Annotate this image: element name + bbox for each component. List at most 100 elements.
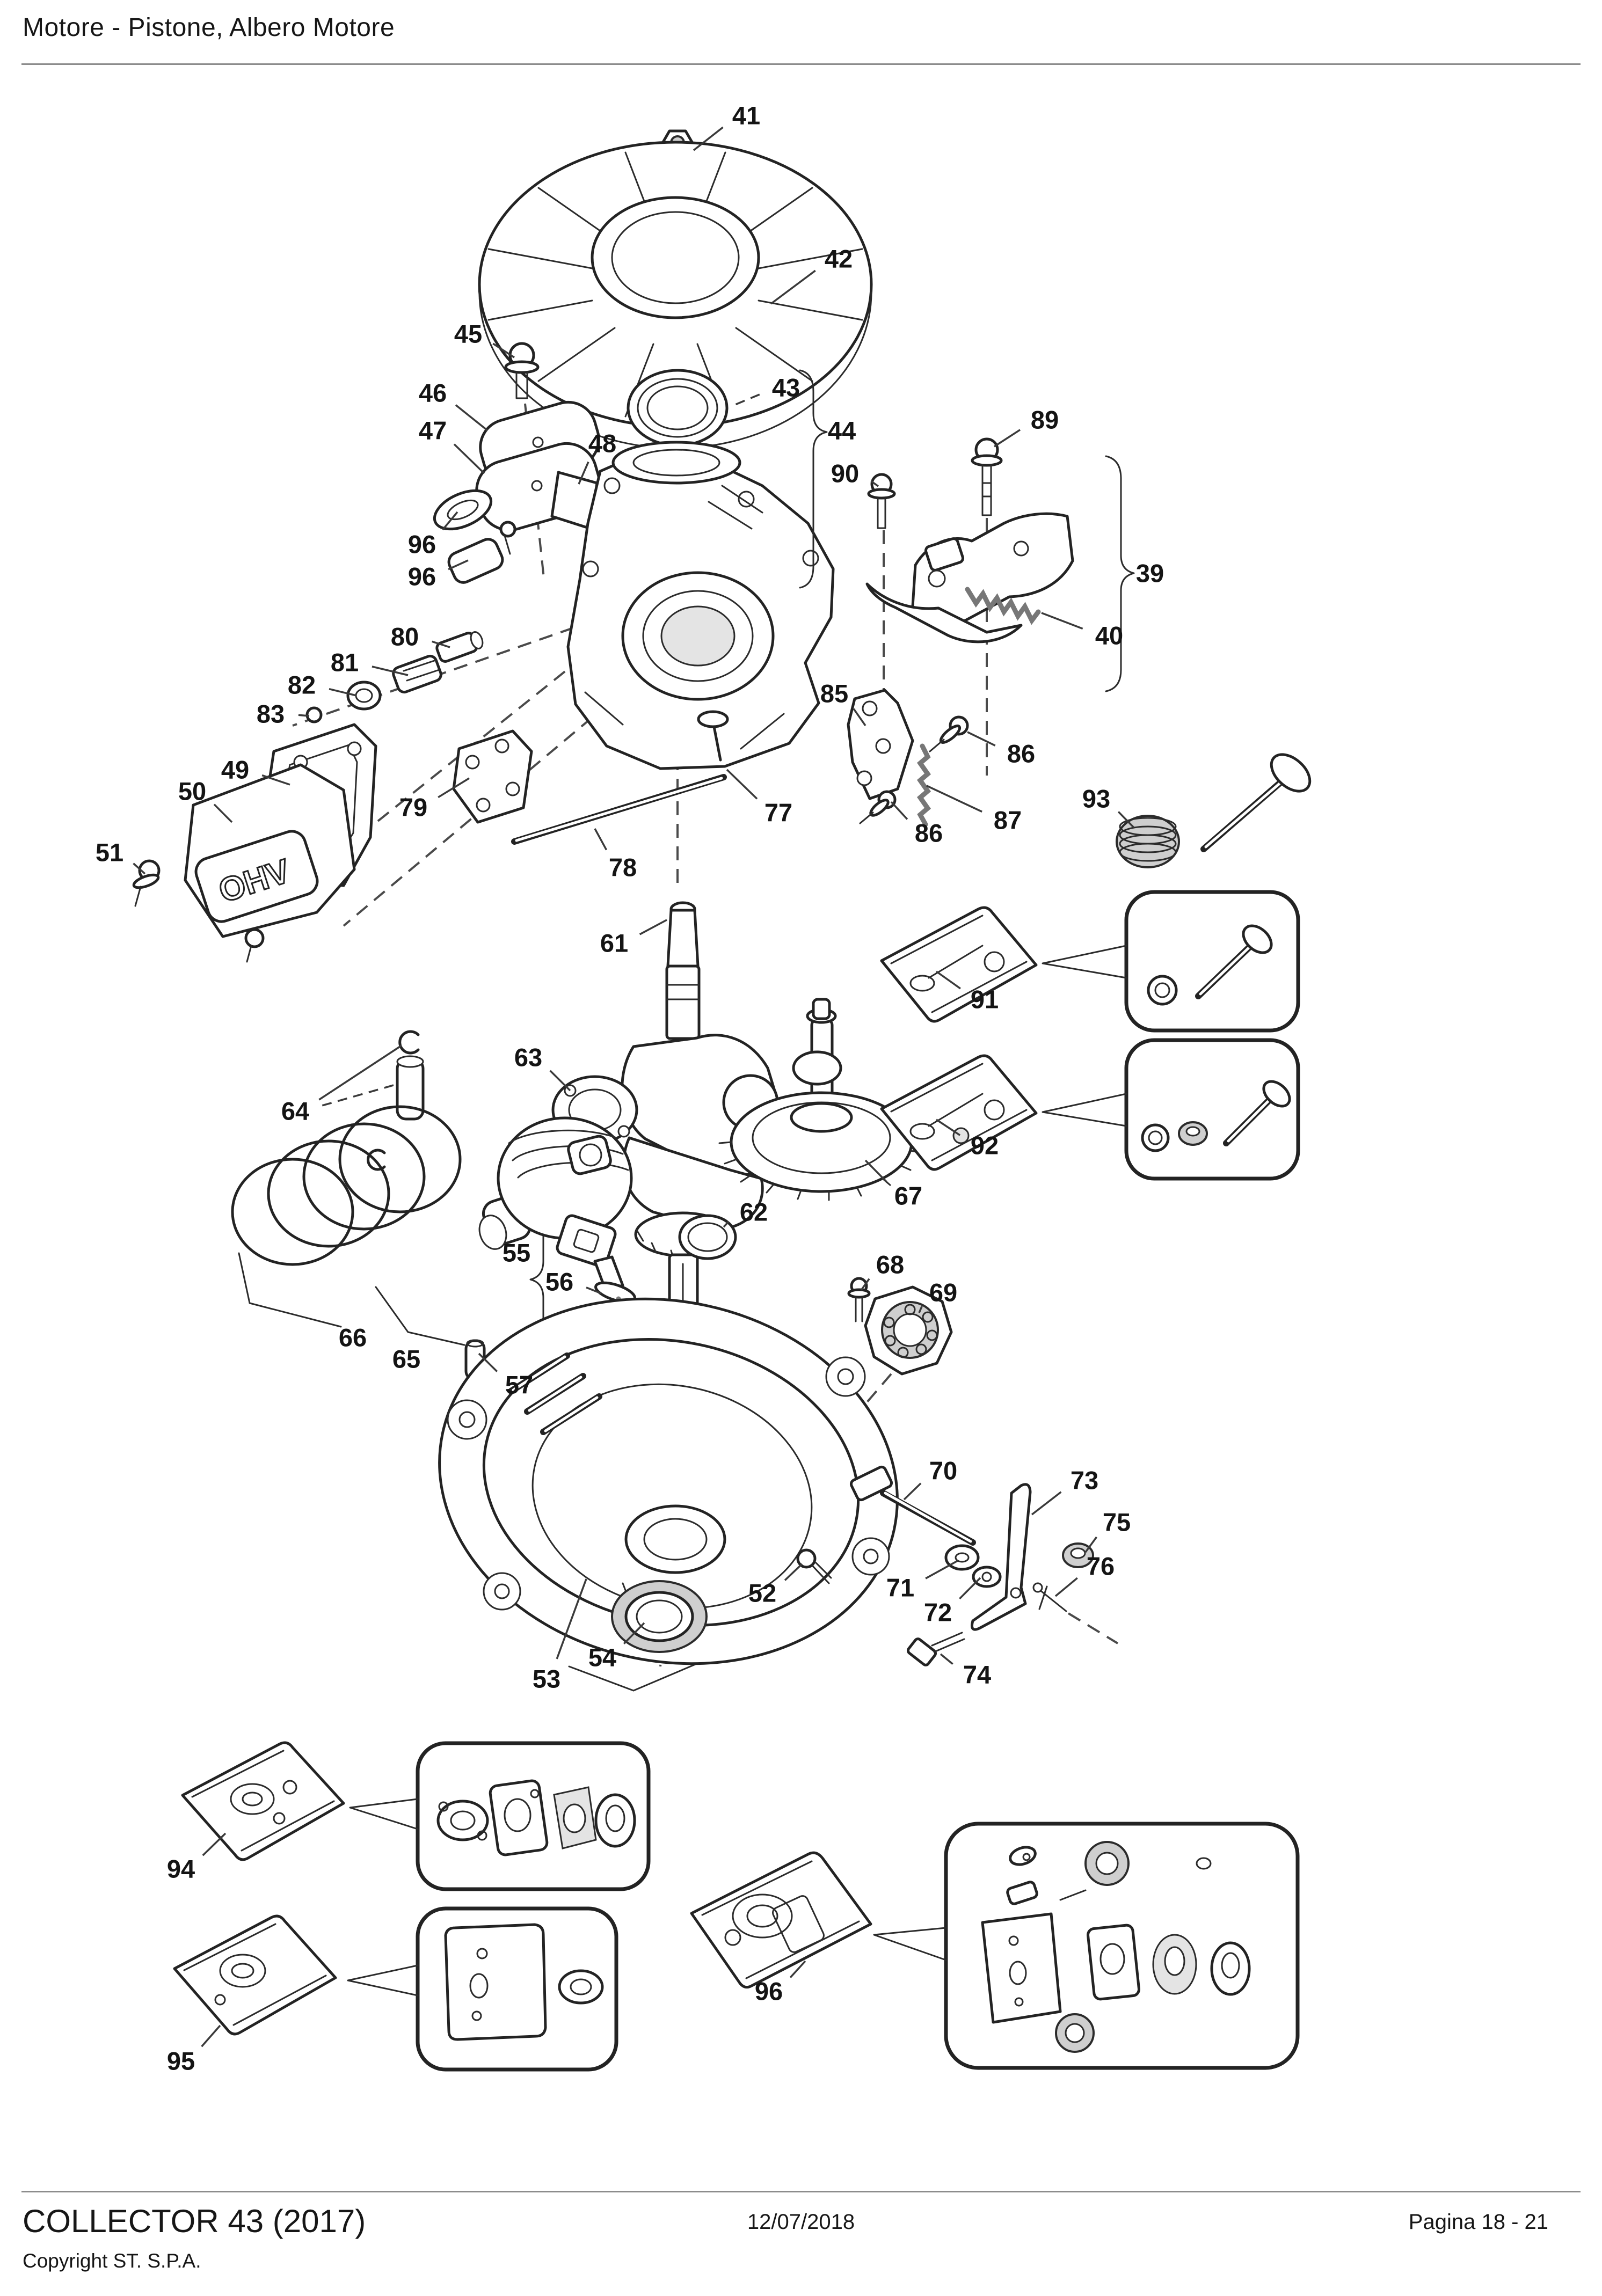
part-callout-42: 42 <box>825 245 853 273</box>
leader-line-94 <box>202 1832 227 1856</box>
oil-pump <box>847 1277 953 1376</box>
leader-line-90 <box>870 480 879 487</box>
part-callout-91: 91 <box>971 985 999 1014</box>
sump-screw <box>796 1548 832 1584</box>
leader-line-45 <box>492 342 515 359</box>
part-callout-52: 52 <box>748 1579 776 1607</box>
mount-bracket <box>452 729 533 824</box>
leader-line-56 <box>586 1286 602 1295</box>
part-callout-46: 46 <box>419 379 447 407</box>
callout-box-91 <box>1042 890 1300 1033</box>
copyright-text: Copyright ST. S.P.A. <box>23 2250 201 2272</box>
leader-line-72 <box>959 1577 981 1600</box>
leader-line-78 <box>594 828 608 851</box>
print-date: 12/07/2018 <box>747 2210 855 2234</box>
part-callout-55: 55 <box>503 1239 530 1267</box>
leader-line-81 <box>372 666 409 676</box>
leader-line-76 <box>1054 1577 1078 1597</box>
part-callout-76: 76 <box>1087 1552 1115 1581</box>
part-callout-61: 61 <box>600 929 628 957</box>
part-callout-71: 71 <box>886 1574 914 1602</box>
leader-line-41 <box>693 126 724 151</box>
part-callout-51: 51 <box>96 838 123 867</box>
push-rod <box>511 774 727 845</box>
governor-linkage <box>849 1465 1094 1666</box>
page-number: Pagina 18 - 21 <box>1408 2210 1548 2234</box>
footer-rule <box>21 2191 1581 2192</box>
leader-line-79 <box>438 777 470 799</box>
valve-tappet <box>697 710 729 762</box>
part-callout-64: 64 <box>281 1097 309 1125</box>
part-callout-45: 45 <box>454 320 482 348</box>
leader-line-93 <box>1117 811 1135 829</box>
leader-line-67 <box>864 1159 888 1183</box>
leader-line-70 <box>903 1482 922 1501</box>
part-callout-39: 39 <box>1136 559 1164 588</box>
leader-line-83 <box>298 714 310 717</box>
small-gasket-pad <box>447 538 504 584</box>
governor-control-assembly <box>865 512 1074 644</box>
part-callout-86: 86 <box>1007 740 1035 768</box>
leader-line-75 <box>1084 1536 1098 1553</box>
cover-bolts <box>132 859 265 963</box>
leader-line-62 <box>723 1220 730 1228</box>
part-callout-57: 57 <box>505 1371 533 1399</box>
part-callout-82: 82 <box>288 671 316 699</box>
part-callout-96: 96 <box>755 1977 783 2006</box>
group-bracket-lines <box>238 1252 720 1692</box>
part-callout-80: 80 <box>391 623 419 651</box>
part-callout-40: 40 <box>1095 621 1123 650</box>
parts-bag-96 <box>690 1851 872 1989</box>
small-gasket-ring <box>433 489 516 555</box>
piston-pin-and-clips <box>367 1030 425 1171</box>
model-name: COLLECTOR 43 (2017) <box>23 2203 366 2239</box>
sump-oil-pan <box>438 1297 899 1665</box>
leader-line-96 <box>448 559 469 571</box>
part-callout-89: 89 <box>1031 406 1059 434</box>
leader-line-95 <box>201 2024 221 2048</box>
part-callout-49: 49 <box>221 756 249 784</box>
leader-line-86 <box>890 801 908 820</box>
part-callout-75: 75 <box>1103 1508 1131 1537</box>
part-callout-77: 77 <box>764 799 792 827</box>
leader-line-52 <box>784 1563 803 1581</box>
leader-line-49 <box>261 774 290 786</box>
page-title: Motore - Pistone, Albero Motore <box>23 13 395 42</box>
part-callout-83: 83 <box>257 700 285 728</box>
leader-line-77 <box>726 769 758 800</box>
air-vane-bolt <box>504 342 540 399</box>
leader-line-40 <box>1041 612 1083 630</box>
part-callout-54: 54 <box>588 1643 616 1672</box>
leader-line-73 <box>1031 1491 1062 1516</box>
callout-box-96 <box>873 1822 1300 2070</box>
part-callout-81: 81 <box>331 648 359 677</box>
valve-cover: OHV <box>184 763 356 938</box>
part-callout-96: 96 <box>408 562 436 591</box>
leader-line-86 <box>967 731 996 747</box>
part-callout-93: 93 <box>1082 785 1110 813</box>
part-callout-94: 94 <box>167 1855 195 1883</box>
leader-line-61 <box>639 919 667 935</box>
parts-bag-94 <box>181 1741 345 1861</box>
callout-box-95 <box>347 1906 618 2072</box>
o-ring <box>678 1214 737 1260</box>
leader-line-82 <box>329 688 357 697</box>
part-callout-92: 92 <box>971 1131 999 1160</box>
leader-line-53 <box>556 1578 587 1659</box>
leader-line-43 <box>731 393 760 407</box>
part-callout-48: 48 <box>588 429 616 458</box>
part-callout-69: 69 <box>929 1278 957 1307</box>
part-callout-63: 63 <box>514 1043 542 1072</box>
leader-line-85 <box>853 708 866 727</box>
header-rule <box>21 63 1581 65</box>
leader-line-68 <box>860 1278 870 1291</box>
leader-line-64 <box>318 1044 402 1101</box>
leader-line-48 <box>578 461 589 485</box>
part-callout-56: 56 <box>545 1268 573 1296</box>
part-callout-43: 43 <box>772 374 800 402</box>
leader-line-64 <box>322 1083 398 1107</box>
governor-lever-bracket <box>847 689 969 827</box>
leader-line-89 <box>994 429 1021 448</box>
part-callout-50: 50 <box>178 777 206 806</box>
